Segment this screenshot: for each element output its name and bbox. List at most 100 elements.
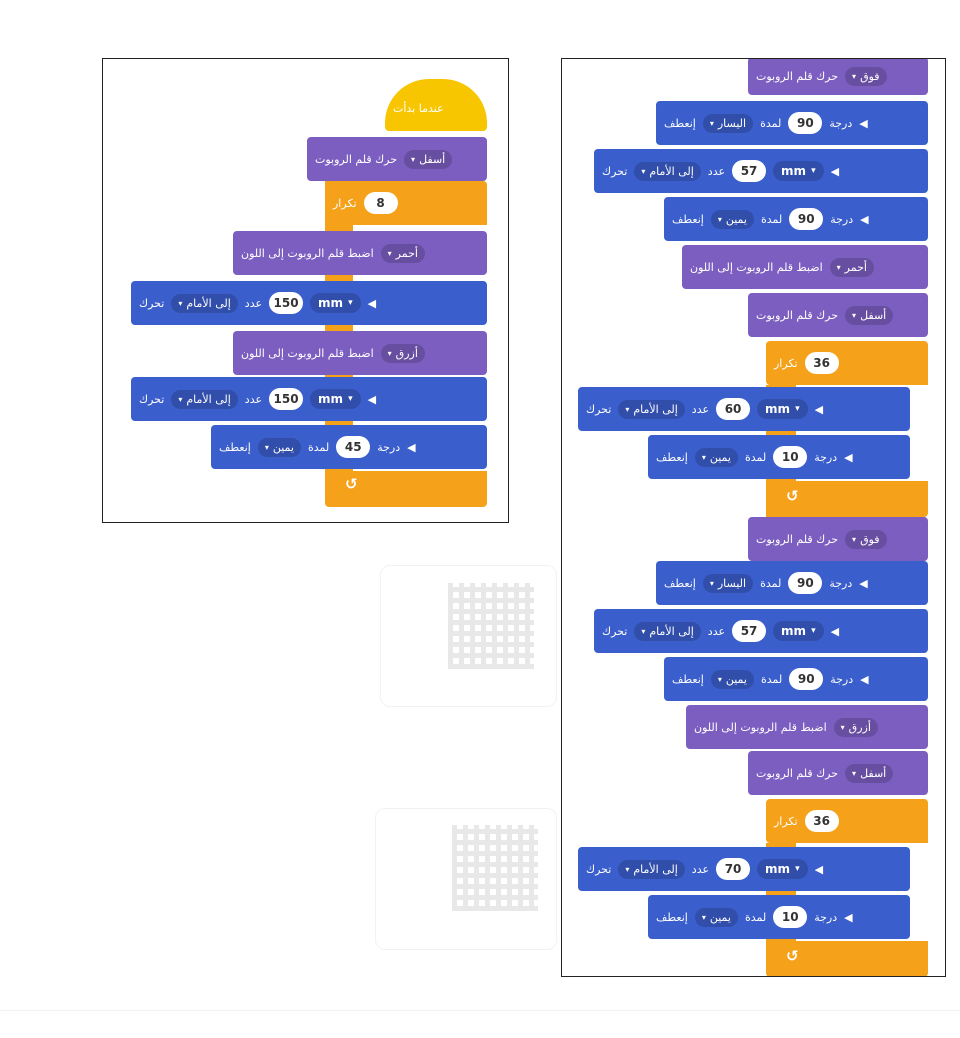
turn-block[interactable]: إنعطف اليسار▾ لمدة 90 درجة ◀: [656, 561, 928, 605]
chevron-down-icon: ▾: [852, 71, 857, 81]
pen-set-color-label: اضبط قلم الروبوت إلى اللون: [241, 346, 374, 360]
distance-input[interactable]: 60: [716, 398, 751, 420]
pen-set-color-block[interactable]: اضبط قلم الروبوت إلى اللون أحمر▾: [233, 231, 487, 275]
degree-label: درجة: [829, 116, 853, 130]
angle-input[interactable]: 90: [788, 112, 823, 134]
pen-position-dropdown[interactable]: أسفل▾: [404, 149, 453, 169]
turn-block[interactable]: إنعطف يمين▾ لمدة 10 درجة ◀: [648, 435, 910, 479]
pen-set-color-block[interactable]: اضبط قلم الروبوت إلى اللون أحمر▾: [682, 245, 928, 289]
move-block[interactable]: تحرك إلى الأمام▾ عدد 150 mm▾ ◀: [131, 377, 487, 421]
pen-move-label: حرك قلم الروبوت: [756, 532, 839, 546]
pen-set-color-block[interactable]: اضبط قلم الروبوت إلى اللون أزرق▾: [686, 705, 928, 749]
count-label: عدد: [707, 624, 726, 638]
chevron-down-icon: ▾: [348, 298, 353, 308]
turn-label: إنعطف: [219, 440, 251, 454]
angle-input[interactable]: 90: [788, 572, 823, 594]
distance-input[interactable]: 70: [716, 858, 751, 880]
count-label: عدد: [244, 296, 263, 310]
distance-input[interactable]: 57: [732, 620, 767, 642]
repeat-count-input[interactable]: 36: [804, 810, 839, 832]
direction-dropdown[interactable]: إلى الأمام▾: [171, 389, 238, 409]
repeat-count-input[interactable]: 8: [363, 192, 398, 214]
turn-direction-dropdown[interactable]: يمين▾: [257, 437, 301, 457]
turn-block[interactable]: إنعطف يمين▾ لمدة 90 درجة ◀: [664, 197, 928, 241]
arrow-left-icon: ◀: [859, 576, 868, 590]
pen-color-dropdown[interactable]: أزرق▾: [833, 717, 878, 737]
pen-position-dropdown[interactable]: فوق▾: [845, 529, 887, 549]
repeat-c-foot[interactable]: [325, 471, 487, 507]
chevron-down-icon: ▾: [411, 154, 416, 164]
move-block[interactable]: تحرك إلى الأمام▾ عدد 57 mm▾ ◀: [594, 149, 928, 193]
angle-input[interactable]: 90: [789, 208, 824, 230]
angle-input[interactable]: 90: [789, 668, 824, 690]
pen-move-block[interactable]: حرك قلم الروبوت أسفل▾: [748, 751, 928, 795]
angle-input[interactable]: 10: [773, 906, 808, 928]
pen-position-dropdown[interactable]: فوق▾: [845, 66, 887, 86]
chevron-down-icon: ▾: [701, 912, 706, 922]
turn-direction-dropdown[interactable]: اليسار▾: [702, 113, 754, 133]
turn-block[interactable]: إنعطف يمين▾ لمدة 10 درجة ◀: [648, 895, 910, 939]
unit-dropdown[interactable]: mm▾: [773, 161, 824, 181]
arrow-left-icon: ◀: [860, 672, 869, 686]
angle-input[interactable]: 45: [336, 436, 371, 458]
turn-label: إنعطف: [672, 212, 704, 226]
repeat-c-foot[interactable]: [766, 941, 928, 976]
repeat-block[interactable]: تكرار 36: [766, 341, 928, 385]
pen-color-dropdown[interactable]: أزرق▾: [380, 343, 425, 363]
distance-input[interactable]: 57: [732, 160, 767, 182]
unit-dropdown[interactable]: mm▾: [773, 621, 824, 641]
move-label: تحرك: [602, 624, 628, 638]
turn-direction-dropdown[interactable]: يمين▾: [710, 209, 754, 229]
unit-dropdown[interactable]: mm▾: [757, 399, 808, 419]
repeat-block[interactable]: تكرار 8: [325, 181, 487, 225]
chevron-down-icon: ▾: [709, 118, 714, 128]
pen-position-dropdown[interactable]: أسفل▾: [845, 305, 894, 325]
unit-dropdown[interactable]: mm▾: [757, 859, 808, 879]
turn-direction-dropdown[interactable]: يمين▾: [694, 447, 738, 467]
when-started-block[interactable]: عندما بدأت: [385, 79, 487, 131]
turn-direction-dropdown[interactable]: اليسار▾: [702, 573, 754, 593]
pen-color-dropdown[interactable]: أحمر▾: [829, 257, 874, 277]
pen-move-block[interactable]: حرك قلم الروبوت أسفل▾: [748, 293, 928, 337]
pen-set-color-block[interactable]: اضبط قلم الروبوت إلى اللون أزرق▾: [233, 331, 487, 375]
unit-dropdown[interactable]: mm▾: [310, 293, 361, 313]
when-started-label: عندما بدأت: [393, 101, 444, 115]
pen-color-dropdown[interactable]: أحمر▾: [380, 243, 425, 263]
direction-dropdown[interactable]: إلى الأمام▾: [618, 859, 685, 879]
direction-dropdown[interactable]: إلى الأمام▾: [634, 621, 701, 641]
turn-direction-dropdown[interactable]: يمين▾: [694, 907, 738, 927]
count-label: عدد: [691, 862, 710, 876]
arrow-left-icon: ◀: [830, 624, 840, 638]
pen-move-block[interactable]: حرك قلم الروبوت فوق▾: [748, 59, 928, 95]
turn-block[interactable]: إنعطف يمين▾ لمدة 45 درجة ◀: [211, 425, 487, 469]
move-block[interactable]: تحرك إلى الأمام▾ عدد 60 mm▾ ◀: [578, 387, 910, 431]
turn-block[interactable]: إنعطف يمين▾ لمدة 90 درجة ◀: [664, 657, 928, 701]
arrow-left-icon: ◀: [830, 164, 840, 178]
distance-input[interactable]: 150: [269, 292, 304, 314]
direction-dropdown[interactable]: إلى الأمام▾: [634, 161, 701, 181]
move-block[interactable]: تحرك إلى الأمام▾ عدد 57 mm▾ ◀: [594, 609, 928, 653]
distance-input[interactable]: 150: [269, 388, 304, 410]
turn-label: إنعطف: [672, 672, 704, 686]
turn-direction-dropdown[interactable]: يمين▾: [710, 669, 754, 689]
unit-dropdown[interactable]: mm▾: [310, 389, 361, 409]
repeat-block[interactable]: تكرار 36: [766, 799, 928, 843]
angle-input[interactable]: 10: [773, 446, 808, 468]
arrow-left-icon: ◀: [844, 910, 853, 924]
direction-dropdown[interactable]: إلى الأمام▾: [618, 399, 685, 419]
move-label: تحرك: [139, 392, 165, 406]
pen-move-block[interactable]: حرك قلم الروبوت فوق▾: [748, 517, 928, 561]
turn-block[interactable]: إنعطف اليسار▾ لمدة 90 درجة ◀: [656, 101, 928, 145]
repeat-count-input[interactable]: 36: [804, 352, 839, 374]
direction-dropdown[interactable]: إلى الأمام▾: [171, 293, 238, 313]
loop-return-icon: ↺: [786, 487, 799, 505]
chevron-down-icon: ▾: [178, 394, 183, 404]
move-block[interactable]: تحرك إلى الأمام▾ عدد 150 mm▾ ◀: [131, 281, 487, 325]
move-block[interactable]: تحرك إلى الأمام▾ عدد 70 mm▾ ◀: [578, 847, 910, 891]
background-qr-icon: [448, 583, 534, 669]
turn-label: إنعطف: [656, 450, 688, 464]
pen-position-dropdown[interactable]: أسفل▾: [845, 763, 894, 783]
chevron-down-icon: ▾: [836, 262, 841, 272]
repeat-c-foot[interactable]: [766, 481, 928, 517]
pen-move-block[interactable]: حرك قلم الروبوت أسفل▾: [307, 137, 487, 181]
